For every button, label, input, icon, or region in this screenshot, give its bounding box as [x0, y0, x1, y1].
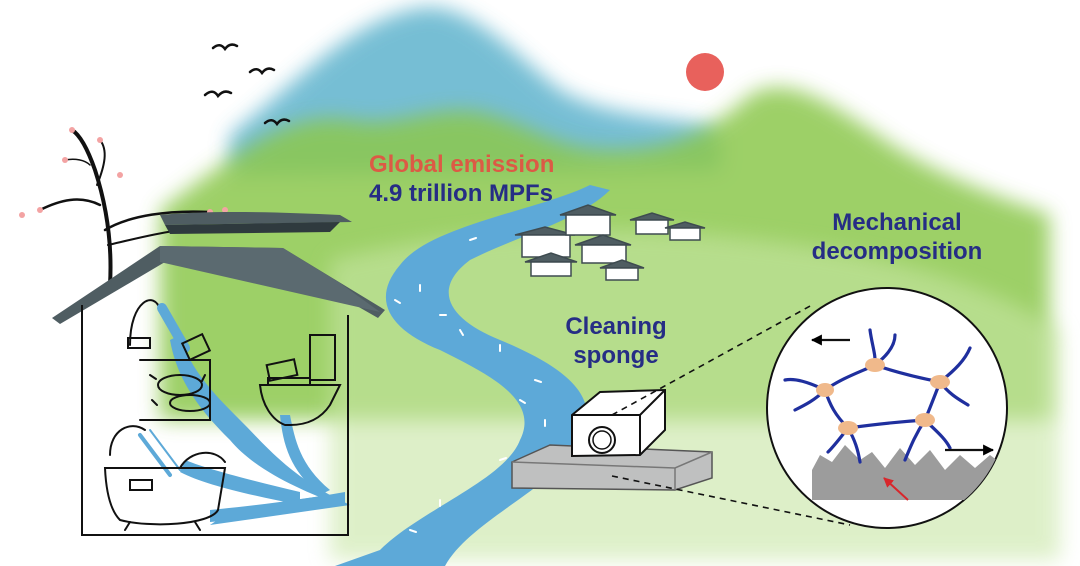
toilet-icon: [258, 334, 342, 426]
sponge-icon: [511, 388, 713, 491]
mechanical-label-line1: Mechanical: [832, 209, 962, 236]
sponge-label-line1: Cleaning: [565, 313, 667, 340]
bird-icon: [203, 43, 291, 127]
emission-amount: 4.9 trillion MPFs: [369, 180, 554, 207]
emission-title: Global emission: [369, 151, 555, 178]
mechanical-label-line2: decomposition: [811, 238, 983, 265]
sponge-label-line2: sponge: [573, 342, 659, 369]
zoom-lines: [611, 304, 851, 526]
sponge-label: Cleaning sponge: [556, 312, 676, 370]
emission-label: Global emission 4.9 trillion MPFs: [369, 150, 554, 208]
sun-icon: [686, 53, 724, 91]
bathtub-icon: [103, 425, 227, 531]
tree-icon: [19, 127, 228, 287]
mechanical-label: Mechanical decomposition: [802, 208, 992, 266]
village-icon: [514, 204, 706, 281]
faucet-icon: [127, 299, 212, 421]
house-icon: [52, 211, 385, 536]
fiber-network-icon: [766, 287, 1008, 529]
stream-channels: [170, 335, 345, 522]
arrow-icon: [883, 477, 909, 501]
